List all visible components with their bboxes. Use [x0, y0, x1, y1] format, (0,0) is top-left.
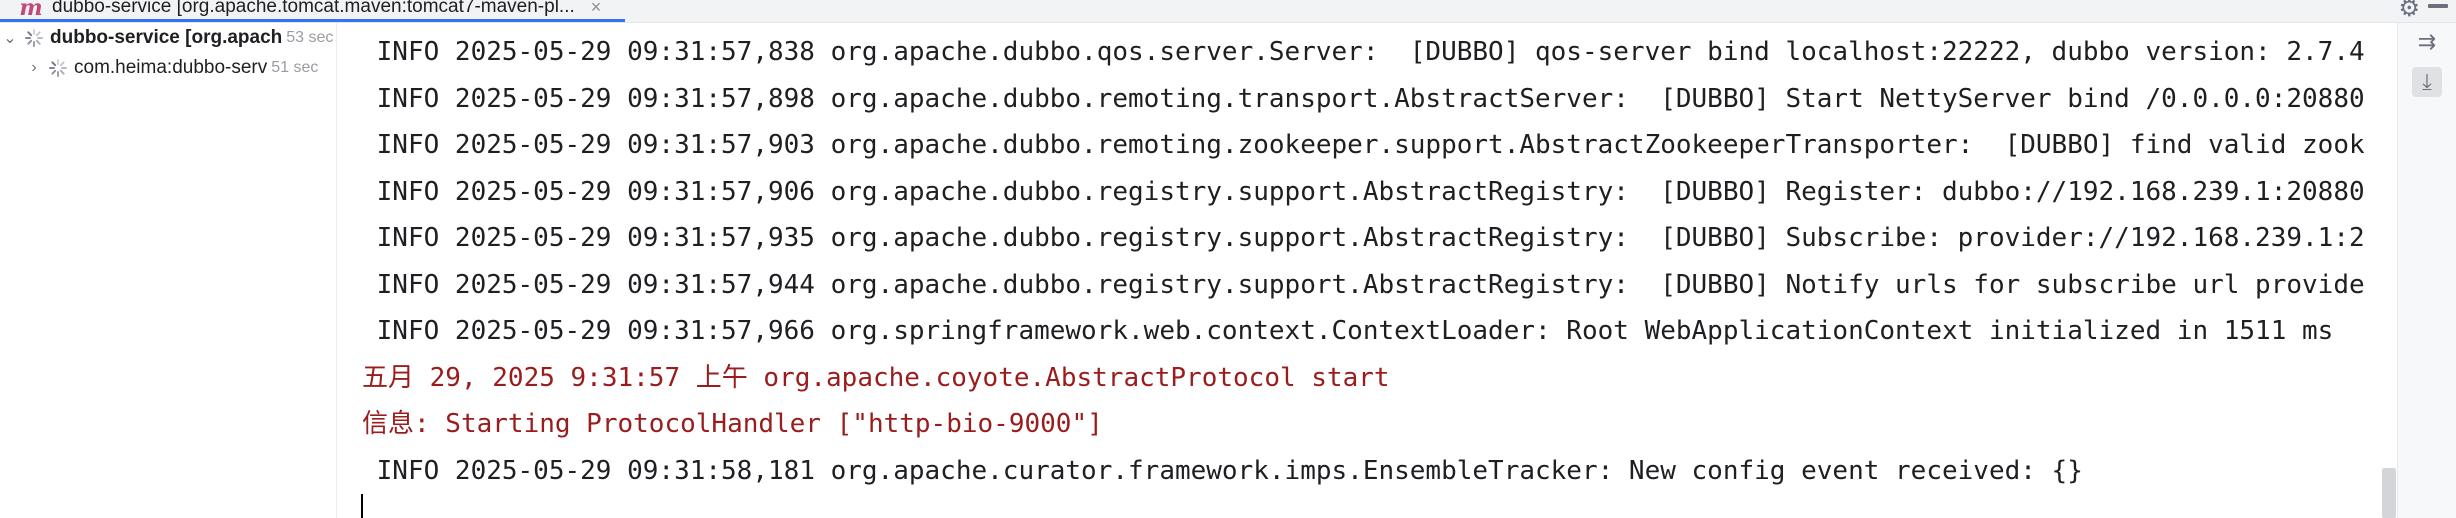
console-output[interactable]: INFO 2025-05-29 09:31:57,838 org.apache.… — [337, 23, 2397, 518]
vertical-scrollbar[interactable] — [2382, 468, 2396, 518]
console-line: INFO 2025-05-29 09:31:58,181 org.apache.… — [361, 456, 2083, 486]
chevron-down-icon[interactable]: ⌄ — [3, 30, 17, 47]
scroll-to-end-icon[interactable]: ⤓ — [2412, 67, 2442, 97]
console-line: INFO 2025-05-29 09:31:57,903 org.apache.… — [361, 130, 2365, 160]
tree-item-module[interactable]: › com.heima:dubbo-serv 51 sec — [0, 53, 336, 83]
spinner-spoke — [57, 71, 59, 77]
spinner-spoke — [26, 39, 33, 46]
spinner-spoke — [61, 67, 67, 69]
tree-item-duration: 53 sec — [286, 29, 334, 46]
loading-spinner-icon — [48, 58, 68, 78]
tree-item-duration: 51 sec — [271, 59, 319, 76]
console-line-stderr: 信息: Starting ProtocolHandler ["http-bio-… — [362, 409, 1103, 439]
tree-item-label: dubbo-service [org.apach — [50, 27, 283, 48]
spinner-spoke — [35, 30, 42, 37]
editor-tab-bar: m dubbo-service [org.apache.tomcat.maven… — [0, 0, 2456, 23]
chevron-right-icon[interactable]: › — [31, 59, 37, 76]
spinner-spoke — [59, 69, 66, 76]
spinner-spoke — [50, 69, 57, 76]
console-line: INFO 2025-05-29 09:31:57,838 org.apache.… — [361, 37, 2365, 67]
spinner-spoke — [59, 60, 66, 67]
run-tree: ⌄ dubbo-service [org.apach 53 sec › com.… — [0, 23, 337, 518]
text-caret — [361, 494, 363, 518]
console-line-stderr: 五月 29, 2025 9:31:57 上午 org.apache.coyote… — [362, 363, 1390, 393]
spinner-spoke — [49, 67, 55, 69]
soft-wrap-icon[interactable]: ⇉ — [2417, 29, 2437, 54]
console-toolbar: ⇉ ⤓ — [2397, 23, 2456, 518]
tree-item-label: com.heima:dubbo-serv — [74, 57, 268, 78]
gear-icon[interactable]: ⚙ — [2398, 0, 2420, 22]
console-line: INFO 2025-05-29 09:31:57,944 org.apache.… — [361, 270, 2365, 300]
spinner-spoke — [25, 37, 31, 39]
run-tab[interactable]: m dubbo-service [org.apache.tomcat.maven… — [0, 0, 625, 22]
spinner-spoke — [26, 30, 33, 37]
maven-icon: m — [19, 0, 43, 21]
hide-icon[interactable] — [2428, 4, 2448, 8]
spinner-spoke — [35, 39, 42, 46]
spinner-spoke — [57, 59, 59, 65]
console-line: INFO 2025-05-29 09:31:57,906 org.apache.… — [361, 177, 2365, 207]
tree-item-dubbo-service[interactable]: ⌄ dubbo-service [org.apach 53 sec — [0, 23, 336, 53]
spinner-spoke — [33, 41, 35, 47]
loading-spinner-icon — [24, 28, 44, 48]
spinner-spoke — [50, 60, 57, 67]
spinner-spoke — [33, 29, 35, 35]
spinner-spoke — [37, 37, 43, 39]
console-line: INFO 2025-05-29 09:31:57,935 org.apache.… — [361, 223, 2365, 253]
tab-bar-tools: ⚙ — [2396, 0, 2456, 22]
console-line: INFO 2025-05-29 09:31:57,966 org.springf… — [361, 316, 2334, 346]
console-line: INFO 2025-05-29 09:31:57,898 org.apache.… — [361, 84, 2365, 114]
close-icon[interactable]: × — [590, 0, 602, 17]
run-tab-title: dubbo-service [org.apache.tomcat.maven:t… — [52, 0, 575, 17]
